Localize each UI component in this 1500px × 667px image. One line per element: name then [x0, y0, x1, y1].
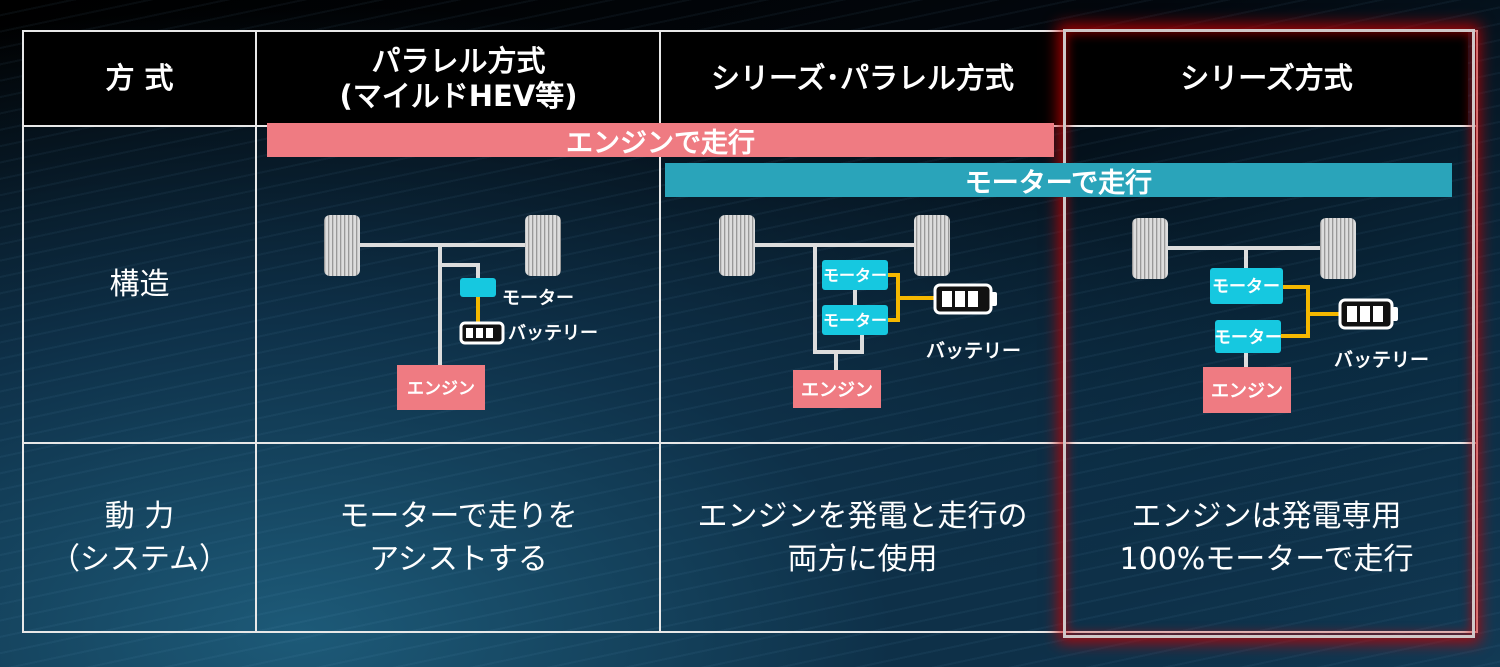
- power-cell-series-parallel: エンジンを発電と走行の両方に使用: [661, 444, 1064, 632]
- motor-drive-label: モーターで走行: [964, 167, 1153, 199]
- header-parallel-line2: (マイルドHEV等): [339, 78, 578, 113]
- engine-label: エンジン: [801, 380, 873, 401]
- engine-drive-label: エンジンで走行: [566, 127, 755, 159]
- header-series-parallel: シリーズ･パラレル方式: [661, 31, 1064, 126]
- diagram-series-parallel: モーター モーター エンジン バッテリー: [719, 215, 1021, 408]
- row-label-power: 動 力 （システム）: [23, 444, 256, 632]
- power-label-line2: （システム）: [49, 542, 230, 577]
- header-method-label: 方 式: [105, 61, 174, 96]
- engine-icon: [397, 365, 485, 410]
- wheel-icon: [914, 215, 950, 276]
- motor-icon: [822, 305, 888, 335]
- power-series-line2: 100%モーターで走行: [1119, 542, 1414, 577]
- engine-drive-bar: エンジンで走行: [267, 123, 1054, 159]
- wheel-icon: [1132, 218, 1168, 279]
- power-label-line1: 動 力: [104, 498, 175, 534]
- structure-label: 構造: [109, 267, 170, 303]
- header-series-label: シリーズ方式: [1180, 61, 1353, 96]
- battery-label: バッテリー: [1334, 349, 1429, 371]
- battery-label: バッテリー: [508, 323, 598, 344]
- row-divider: [22, 442, 1478, 444]
- motor-label: モーター: [502, 288, 574, 309]
- table-border-top: [22, 30, 1478, 32]
- engine-label: エンジン: [407, 379, 475, 399]
- table-border-bottom: [22, 631, 1478, 633]
- battery-label: バッテリー: [926, 340, 1021, 362]
- header-parallel-line1: パラレル方式: [371, 43, 546, 78]
- power-cell-series: エンジンは発電専用 100%モーターで走行: [1065, 444, 1468, 632]
- header-method: 方 式: [23, 31, 256, 126]
- col-divider: [255, 30, 257, 633]
- table-border-right: [1476, 30, 1478, 633]
- power-series-line1: エンジンは発電専用: [1131, 498, 1402, 534]
- motor-label: モーター: [1212, 277, 1280, 297]
- table-border-left: [22, 30, 24, 633]
- motor-drive-bar: モーターで走行: [665, 163, 1452, 199]
- engine-label: エンジン: [1211, 381, 1283, 402]
- power-parallel-line1: モーターで走りを: [339, 498, 578, 534]
- header-series: シリーズ方式: [1065, 31, 1468, 126]
- engine-icon: [1203, 367, 1291, 413]
- power-parallel-line2: アシストする: [369, 542, 548, 577]
- power-sp-line2: 両方に使用: [787, 542, 938, 577]
- header-parallel: パラレル方式(マイルドHEV等): [257, 31, 660, 126]
- motor-icon: [1215, 320, 1281, 353]
- engine-icon: [793, 370, 881, 408]
- series-highlight-frame: [1063, 29, 1475, 638]
- motor-label: モーター: [1214, 328, 1282, 348]
- diagram-series: モーター モーター エンジン バッテリー: [1132, 218, 1429, 413]
- motor-icon: [822, 260, 888, 290]
- diagram-parallel: エンジン モーター バッテリー: [324, 215, 598, 410]
- wheel-icon: [1320, 218, 1356, 279]
- col-divider: [659, 30, 661, 633]
- wheel-icon: [719, 215, 755, 276]
- wheel-icon: [525, 215, 561, 276]
- power-cell-parallel: モーターで走りをアシストする: [257, 444, 660, 632]
- row-label-structure: 構造: [23, 127, 256, 443]
- motor-icon: [460, 278, 496, 297]
- motor-label: モーター: [823, 266, 887, 285]
- header-series-parallel-label: シリーズ･パラレル方式: [710, 61, 1015, 96]
- motor-icon: [1210, 268, 1283, 304]
- wheel-icon: [324, 215, 360, 276]
- motor-label: モーター: [823, 311, 887, 330]
- power-sp-line1: エンジンを発電と走行の: [697, 498, 1028, 534]
